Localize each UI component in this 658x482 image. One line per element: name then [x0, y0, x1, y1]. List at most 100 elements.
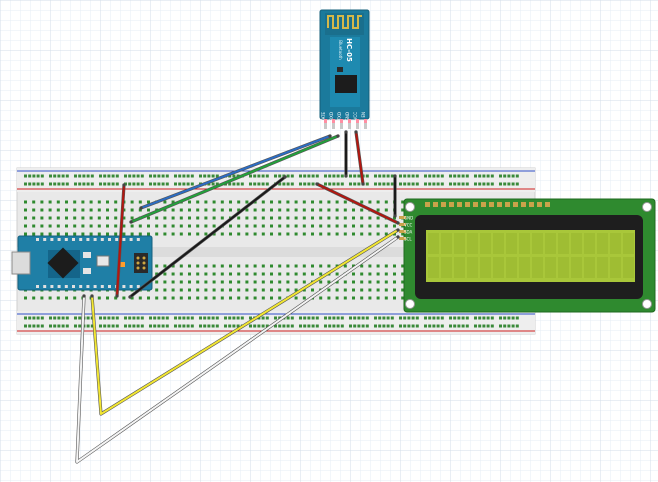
- rail-hole: [332, 324, 336, 328]
- rail-hole: [332, 316, 336, 320]
- rail-hole: [511, 316, 515, 320]
- breadboard-hole: [179, 232, 183, 236]
- breadboard-hole: [73, 216, 77, 220]
- rail-hole: [386, 182, 390, 186]
- rail-hole: [374, 324, 377, 328]
- hc05-model-label: HC-05: [345, 38, 353, 62]
- rail-hole: [157, 174, 161, 178]
- rail-hole: [53, 182, 57, 186]
- rail-hole: [132, 174, 136, 178]
- rail-hole: [261, 316, 265, 320]
- rail-hole: [32, 324, 36, 328]
- lcd-pin-label: SCL: [404, 237, 412, 242]
- rail-hole: [328, 174, 332, 178]
- rail-hole: [299, 182, 302, 186]
- breadboard-hole: [302, 208, 306, 212]
- rail-hole: [474, 316, 477, 320]
- breadboard-hole: [384, 224, 388, 228]
- breadboard-hole: [130, 208, 134, 212]
- rail-hole: [153, 174, 157, 178]
- breadboard-hole: [335, 208, 339, 212]
- breadboard-hole: [24, 296, 27, 300]
- breadboard-hole: [204, 296, 208, 300]
- rail-hole: [211, 182, 215, 186]
- rail-hole: [136, 316, 140, 320]
- rail-hole: [61, 174, 65, 178]
- rail-hole: [211, 324, 215, 328]
- rail-hole: [207, 324, 211, 328]
- rail-hole: [474, 324, 477, 328]
- rail-hole: [490, 324, 494, 328]
- breadboard-hole: [229, 232, 232, 236]
- rail-hole: [74, 316, 77, 320]
- breadboard-hole: [335, 296, 339, 300]
- nano-pin: [43, 238, 47, 241]
- rail-hole: [203, 174, 207, 178]
- breadboard-hole: [188, 264, 191, 268]
- rail-hole: [478, 316, 482, 320]
- breadboard-hole: [286, 208, 290, 212]
- rail-hole: [399, 182, 402, 186]
- wire-end: [344, 130, 348, 134]
- rail-hole: [432, 182, 436, 186]
- breadboard-hole: [114, 216, 118, 220]
- character-cell: [454, 257, 465, 278]
- rail-hole: [282, 182, 286, 186]
- rail-hole: [336, 182, 340, 186]
- rail-hole: [440, 182, 444, 186]
- breadboard-hole: [253, 232, 257, 236]
- rail-hole: [178, 174, 182, 178]
- breadboard-hole: [327, 200, 331, 204]
- lcd-pin-label: GND: [404, 216, 413, 221]
- breadboard-hole: [48, 200, 52, 204]
- rail-hole: [90, 324, 94, 328]
- rail-hole: [57, 324, 61, 328]
- wire-end: [396, 235, 400, 239]
- breadboard-hole: [89, 216, 93, 220]
- breadboard-hole: [294, 272, 298, 276]
- rail-hole: [128, 174, 132, 178]
- rail-hole: [165, 182, 169, 186]
- breadboard-hole: [278, 232, 282, 236]
- breadboard-hole: [56, 296, 60, 300]
- rail-hole: [328, 324, 332, 328]
- rail-hole: [165, 174, 169, 178]
- rail-hole: [336, 324, 340, 328]
- rail-hole: [190, 182, 194, 186]
- rail-hole: [424, 324, 427, 328]
- breadboard-hole: [393, 288, 396, 292]
- breadboard-hole: [81, 224, 85, 228]
- rail-hole: [332, 174, 336, 178]
- rail-hole: [49, 182, 52, 186]
- header-pin: [457, 202, 462, 207]
- hc05-subtitle-label: Bluetooth: [338, 40, 343, 60]
- lcd-pin-label: VCC: [404, 223, 413, 228]
- breadboard-hole: [56, 208, 60, 212]
- breadboard-hole: [294, 232, 298, 236]
- breadboard-hole: [245, 288, 249, 292]
- rail-hole: [424, 182, 427, 186]
- breadboard-hole: [196, 200, 200, 204]
- mount-hole: [642, 202, 652, 212]
- icsp-header: [134, 253, 148, 273]
- breadboard-hole: [229, 200, 232, 204]
- rail-hole: [132, 316, 136, 320]
- breadboard-hole: [163, 200, 167, 204]
- breadboard-hole: [24, 232, 27, 236]
- rail-hole: [390, 324, 394, 328]
- breadboard-hole: [245, 296, 249, 300]
- rail-hole: [349, 174, 352, 178]
- breadboard-hole: [179, 280, 183, 284]
- wire-end: [90, 294, 94, 298]
- breadboard-hole: [171, 224, 175, 228]
- rail-hole: [415, 174, 419, 178]
- rail-hole: [182, 174, 186, 178]
- rail-hole: [265, 182, 269, 186]
- rail-hole: [499, 324, 502, 328]
- breadboard-hole: [188, 224, 191, 228]
- breadboard-hole: [89, 232, 93, 236]
- rail-hole: [157, 182, 161, 186]
- rail-hole: [311, 316, 315, 320]
- rail-hole: [290, 174, 294, 178]
